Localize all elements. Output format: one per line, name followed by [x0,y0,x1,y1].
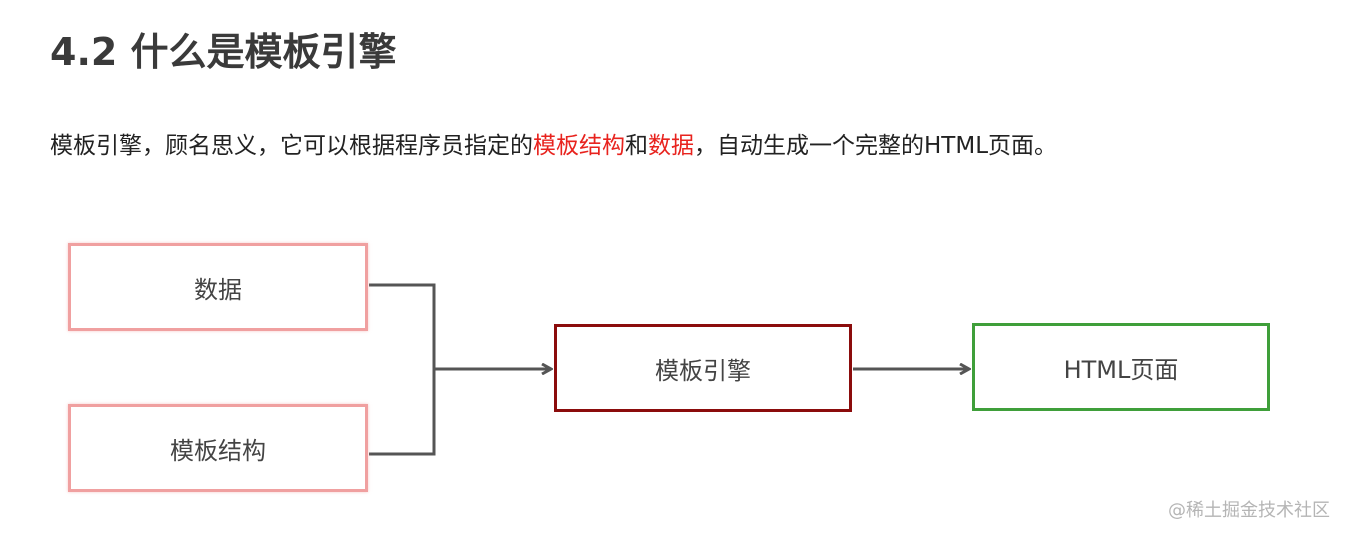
page-title: 4.2 什么是模板引擎 [50,30,397,74]
description-text-before: 模板引擎，顾名思义，它可以根据程序员指定的 [50,133,533,159]
connector-data-to-junction [369,283,436,456]
description-highlight-data: 数据 [648,133,694,159]
data-box-label: 数据 [194,275,242,304]
description-text-middle: 和 [625,133,648,159]
template-structure-box-label: 模板结构 [170,436,266,465]
data-box: 数据 [68,243,368,331]
description-highlight-template-structure: 模板结构 [533,133,625,159]
template-engine-box: 模板引擎 [554,324,852,412]
template-engine-box-label: 模板引擎 [655,356,751,385]
html-page-box-label: HTML页面 [1063,355,1179,384]
watermark: @稀土掘金技术社区 [1168,500,1330,521]
html-page-box: HTML页面 [972,323,1270,411]
description-text-after: ，自动生成一个完整的HTML页面。 [694,133,1058,159]
description-paragraph: 模板引擎，顾名思义，它可以根据程序员指定的模板结构和数据，自动生成一个完整的HT… [50,130,1057,162]
template-structure-box: 模板结构 [68,404,368,492]
